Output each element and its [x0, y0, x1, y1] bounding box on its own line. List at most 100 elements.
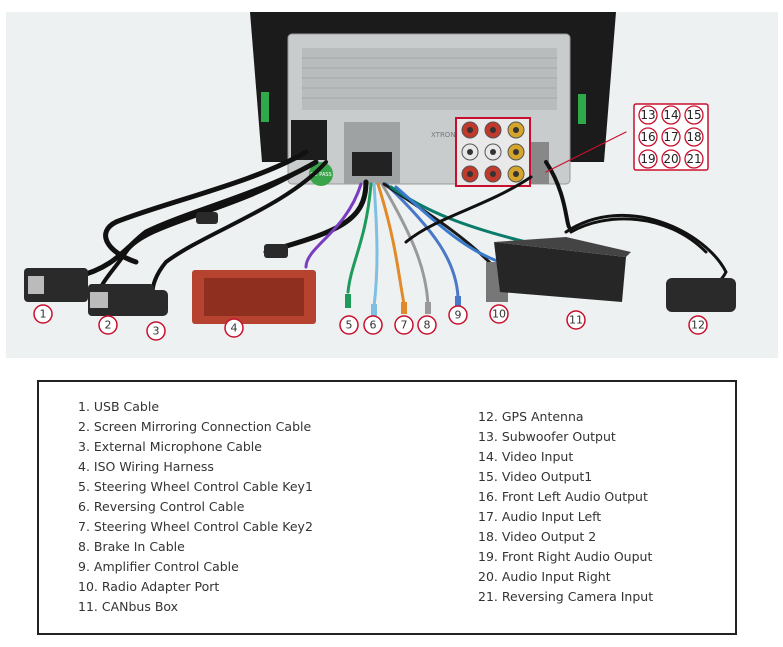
main-socket — [352, 152, 392, 176]
device-label: XTRONS — [431, 131, 461, 139]
legend-item: 16. Front Left Audio Output — [478, 489, 648, 504]
mount-clip-right — [578, 94, 586, 124]
grid-callout-19: 19 — [638, 149, 658, 169]
grid-callout-number: 20 — [663, 152, 678, 166]
canbus-box — [494, 242, 626, 302]
grid-callout-number: 14 — [663, 108, 678, 122]
callout-number: 5 — [346, 319, 353, 332]
grid-callout-ring — [684, 105, 704, 125]
grid-callout-number: 18 — [686, 130, 701, 144]
callout-ring — [417, 315, 437, 335]
grid-callout-ring — [638, 105, 658, 125]
rca-jack-hole — [513, 127, 519, 133]
callout-10: 10 — [489, 304, 509, 324]
legend-item: 7. Steering Wheel Control Cable Key2 — [78, 519, 313, 534]
callout-number: 3 — [153, 325, 160, 338]
usb-port — [28, 276, 44, 294]
rca-jack-hole — [490, 149, 496, 155]
legend-item: 10. Radio Adapter Port — [78, 579, 220, 594]
legend-item: 5. Steering Wheel Control Cable Key1 — [78, 479, 313, 494]
callout-3: 3 — [146, 321, 166, 341]
callout-number: 12 — [691, 319, 705, 332]
ferrite-bead — [196, 212, 218, 224]
wire-tips — [345, 294, 461, 316]
callout-number: 7 — [401, 319, 408, 332]
grid-callout-ring — [638, 149, 658, 169]
grid-callout-ring — [661, 149, 681, 169]
legend-item: 1. USB Cable — [78, 399, 160, 414]
grid-callout-16: 16 — [638, 127, 658, 147]
gps-antenna — [666, 278, 736, 312]
chassis-vents — [302, 48, 557, 110]
callout-ring — [566, 310, 586, 330]
rca-jacks — [461, 121, 525, 183]
grid-callout-number: 16 — [640, 130, 655, 144]
grid-callout-14: 14 — [661, 105, 681, 125]
legend-left-column: 1. USB Cable 2. Screen Mirroring Connecti… — [78, 397, 313, 617]
callout-number: 1 — [40, 308, 47, 321]
grid-callout-ring — [638, 127, 658, 147]
legend-box: 1. USB Cable 2. Screen Mirroring Connecti… — [37, 380, 737, 635]
ferrite-bead — [264, 244, 288, 258]
microphone-plug — [146, 290, 168, 316]
grid-callout-21: 21 — [684, 149, 704, 169]
callout-7: 7 — [394, 315, 414, 335]
callout-ring — [224, 318, 244, 338]
grid-callout-number: 17 — [663, 130, 678, 144]
iso-harness-pins — [204, 278, 304, 316]
legend-item: 13. Subwoofer Output — [478, 429, 616, 444]
legend-item: 3. External Microphone Cable — [78, 439, 262, 454]
grid-callout-number: 19 — [640, 152, 655, 166]
legend-item: 2. Screen Mirroring Connection Cable — [78, 419, 312, 434]
callout-ring — [394, 315, 414, 335]
callout-number: 2 — [105, 319, 112, 332]
rca-jack-hole — [490, 171, 496, 177]
rca-jack-hole — [467, 149, 473, 155]
callout-9: 9 — [448, 305, 468, 325]
legend-right-column: 12. GPS Antenna 13. Subwoofer Output 14. V… — [478, 407, 653, 607]
legend-item: 21. Reversing Camera Input — [478, 589, 654, 604]
callout-ring — [146, 321, 166, 341]
legend-item: 12. GPS Antenna — [478, 409, 584, 424]
legend-item: 17. Audio Input Left — [478, 509, 602, 524]
qc-sticker — [309, 162, 333, 186]
connector-grid: 13 14 15 16 17 18 19 20 21 — [638, 105, 704, 169]
grid-callout-20: 20 — [661, 149, 681, 169]
callout-8: 8 — [417, 315, 437, 335]
grid-callout-number: 21 — [686, 152, 701, 166]
grid-callout-17: 17 — [661, 127, 681, 147]
callout-12: 12 — [688, 315, 708, 335]
callout-ring — [33, 304, 53, 324]
legend-item: 9. Amplifier Control Cable — [78, 559, 239, 574]
callout-number: 11 — [569, 314, 583, 327]
callout-ring — [339, 315, 359, 335]
callout-ring — [448, 305, 468, 325]
canbus-box-top — [494, 237, 631, 257]
rca-jack-hole — [490, 127, 496, 133]
callout-5: 5 — [339, 315, 359, 335]
grid-callout-ring — [684, 149, 704, 169]
callout-number: 4 — [231, 322, 238, 335]
rca-jack-hole — [467, 171, 473, 177]
mirroring-usb-port — [90, 292, 108, 308]
legend-item: 15. Video Output1 — [478, 469, 593, 484]
rca-jack-hole — [513, 171, 519, 177]
wiring-diagram-svg: XTRONS QC PASS — [24, 12, 736, 341]
callout-ring — [363, 315, 383, 335]
legend-item: 19. Front Right Audio Ouput — [478, 549, 653, 564]
legend-item: 18. Video Output 2 — [478, 529, 597, 544]
legend-item: 8. Brake In Cable — [78, 539, 185, 554]
gps-socket — [531, 142, 549, 184]
grid-callout-ring — [661, 127, 681, 147]
callout-ring — [98, 315, 118, 335]
legend-item: 14. Video Input — [478, 449, 574, 464]
grid-callout-number: 15 — [686, 108, 701, 122]
callout-2: 2 — [98, 315, 118, 335]
grid-callout-ring — [661, 105, 681, 125]
grid-callout-number: 13 — [640, 108, 655, 122]
grid-callout-13: 13 — [638, 105, 658, 125]
rca-jack-hole — [513, 149, 519, 155]
callout-ring — [688, 315, 708, 335]
rca-jack-hole — [467, 127, 473, 133]
